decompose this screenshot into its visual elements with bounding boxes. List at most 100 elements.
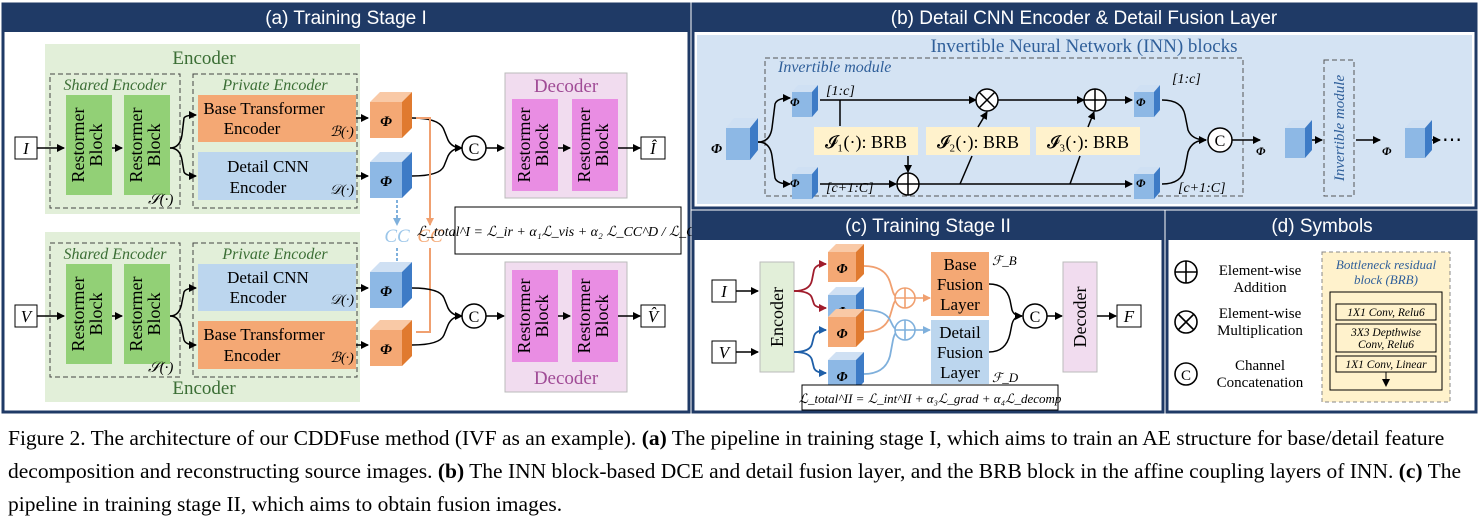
loss-stage1-box xyxy=(454,206,682,255)
private-encoder-bottom xyxy=(192,242,358,378)
b-func-bottom: ℬ(·) xyxy=(330,351,354,366)
restormer-label: Restormer xyxy=(68,108,88,183)
encoder-bottom-label: Encoder xyxy=(172,378,236,399)
concat-symbol: C xyxy=(1030,309,1041,326)
block-label: Block xyxy=(144,124,164,167)
brb-row-1 xyxy=(1335,303,1437,321)
output-f: F xyxy=(1123,307,1135,326)
brb-i3 xyxy=(1036,127,1140,155)
phi-symbol: Φ xyxy=(836,370,847,385)
input-v-label: V xyxy=(21,307,34,326)
encoder-word: Encoder xyxy=(224,119,281,138)
block-label: Block xyxy=(592,295,612,338)
phi-symbol: Φ xyxy=(836,327,847,342)
block-label: Block xyxy=(532,295,552,338)
phi-vd-cube: Φ xyxy=(370,262,412,308)
detail-fusion-layer xyxy=(931,320,989,384)
d-func-top: 𝒟(·) xyxy=(330,183,354,198)
phi-ik-cube xyxy=(726,118,758,160)
encoder-c-label: Encoder xyxy=(767,287,787,347)
phi-ik-upper-cube xyxy=(792,85,818,117)
block-label: Block xyxy=(86,124,106,167)
output-f-box xyxy=(1116,304,1142,328)
base-transformer-bottom xyxy=(198,321,356,369)
phi-symbol: Φ xyxy=(836,262,847,277)
loss-stage1: ℒ_total^I = ℒ_ir + α₁ℒ_vis + α₂ ℒ_CC^D /… xyxy=(417,225,720,240)
inn-title: Invertible Neural Network (INN) blocks xyxy=(930,36,1237,57)
phi-ik1-lower-cube xyxy=(1134,167,1160,199)
brb-legend-title-1: Bottleneck residual xyxy=(1336,257,1437,272)
brb-i1 xyxy=(814,127,918,155)
panel-d: (d) Symbols Element-wise Addition Elemen… xyxy=(1165,210,1478,414)
brb-row-2a-label: 3X3 Depthwise xyxy=(1350,327,1421,339)
caption-ref-c: (c) xyxy=(1398,459,1423,483)
phi-ik-label: Φ xyxy=(711,142,722,157)
phi-symbol: Φ xyxy=(790,95,800,109)
detail-cnn-top xyxy=(198,152,356,200)
brb-legend-title-2: block (BRB) xyxy=(1354,272,1418,287)
add-symbol-desc-1: Element-wise xyxy=(1219,263,1302,279)
encoder-c xyxy=(759,261,795,373)
phi-symbol: Φ xyxy=(790,176,800,190)
phi-ik1-cube xyxy=(1285,120,1312,158)
base-transformer-label: Base Transformer xyxy=(203,325,325,344)
phi-ik-lower-cube xyxy=(792,167,818,199)
s-func-bottom: 𝒮(·) xyxy=(148,360,173,376)
inn-blocks-area xyxy=(697,35,1472,204)
base-transformer-top xyxy=(198,95,356,142)
invertible-module-box-2 xyxy=(1323,59,1355,197)
slice-lower-out: [c+1:C] xyxy=(1178,181,1226,196)
output-v-hat: V̂ xyxy=(648,307,661,326)
phi-symbol: Φ xyxy=(380,114,392,130)
detail-cnn-label: Detail CNN xyxy=(227,268,309,287)
encoder-top-label: Encoder xyxy=(172,48,236,69)
block-label: Block xyxy=(144,293,164,336)
output-i-hat-box xyxy=(640,136,666,160)
private-encoder-bottom-label: Private Encoder xyxy=(221,246,328,263)
decoder-block-bottom-2 xyxy=(572,270,618,362)
encoder-word: Encoder xyxy=(230,288,287,307)
phi-ik1-upper-cube xyxy=(1134,85,1160,117)
restormer-label: Restormer xyxy=(68,277,88,352)
continuation-dots: ⋯ xyxy=(1442,129,1462,151)
phi-symbol: Φ xyxy=(380,284,392,300)
restormer-label: Restormer xyxy=(574,108,594,183)
slice-upper: [1:c] xyxy=(826,84,855,99)
decoder-bottom-label: Decoder xyxy=(534,368,599,389)
phi-symbol: Φ xyxy=(380,174,392,190)
f-b-label: ℱ_B xyxy=(992,253,1017,268)
brb-i3-label: 𝓘₃(·): BRB xyxy=(1047,132,1129,153)
loss-stage2: ℒ_total^II = ℒ_int^II + α₃ℒ_grad + α₄ℒ_d… xyxy=(799,391,1062,406)
restormer-block-bottom-1 xyxy=(66,264,112,364)
panel-c-title: (c) Training Stage II xyxy=(845,216,1011,237)
shared-encoder-bottom-label: Shared Encoder xyxy=(64,246,168,263)
detail-cnn-label: Detail CNN xyxy=(227,157,309,176)
panel-a-title: (a) Training Stage I xyxy=(265,8,427,29)
slice-upper-out: [1:c] xyxy=(1172,72,1201,87)
phi-symbol: Φ xyxy=(1136,95,1146,109)
panel-c: (c) Training Stage II I V Encoder Φ Φ xyxy=(691,210,1165,414)
caption-ref-a: (a) xyxy=(641,426,667,450)
phi-vd-cube-c: Φ xyxy=(828,352,864,390)
detail-fusion-line1: Detail xyxy=(939,323,981,342)
phi-vb-cube-c: Φ xyxy=(828,309,864,347)
restormer-block-bottom-2 xyxy=(124,264,170,364)
decoder-block-bottom-1 xyxy=(512,270,558,362)
restormer-block-top-2 xyxy=(124,95,170,195)
d-func-bottom: 𝒟(·) xyxy=(330,293,354,308)
b-func-top: ℬ(·) xyxy=(330,125,354,140)
block-label: Block xyxy=(532,124,552,167)
phi-ib-cube-c: Φ xyxy=(828,244,864,282)
phi-symbol: Φ xyxy=(1256,144,1266,158)
detail-cnn-bottom xyxy=(198,264,356,311)
input-i-c: I xyxy=(720,282,728,301)
decoder-c-label: Decoder xyxy=(1070,287,1090,348)
base-fusion-layer xyxy=(931,252,989,316)
phi-ik2-cube xyxy=(1405,120,1432,158)
block-label: Block xyxy=(86,293,106,336)
cc-base-label: CC xyxy=(417,226,443,247)
concat-symbol: C xyxy=(469,309,480,326)
input-v-c: V xyxy=(719,343,732,362)
caption-text-4: The pipeline in training stage II, which… xyxy=(8,459,1462,516)
decoder-block-top-2 xyxy=(572,99,618,191)
